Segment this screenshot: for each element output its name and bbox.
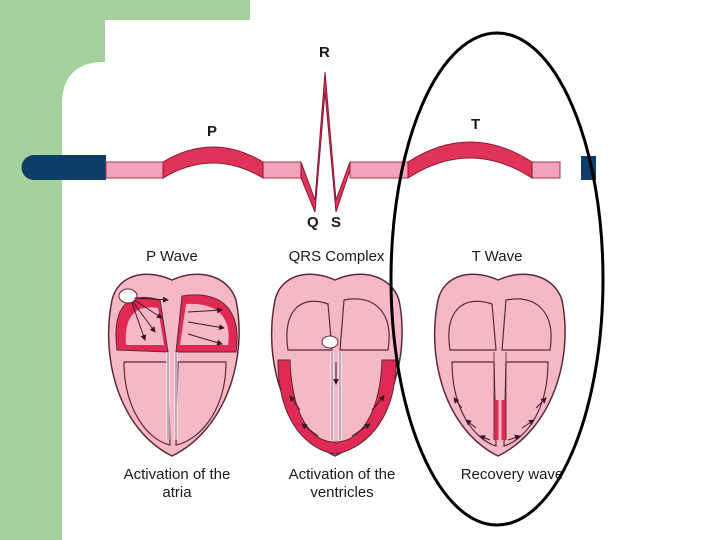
caption-p-wave-line1: Activation of the — [123, 466, 231, 483]
caption-qrs-complex: Activation of the ventricles — [267, 466, 417, 502]
caption-t-wave: Recovery wave — [437, 466, 587, 484]
panel-heading-p-wave: P Wave — [146, 248, 198, 265]
caption-p-wave-line2: atria — [162, 484, 192, 501]
p-wave-shape — [162, 146, 264, 179]
panel-heading-qrs-complex: QRS Complex — [288, 248, 385, 265]
qrs-complex-shape — [300, 71, 351, 213]
heart-p-wave — [107, 273, 240, 457]
caption-t-wave-line1: Recovery wave — [460, 466, 564, 483]
s-peak-label: S — [331, 214, 342, 231]
slide-green-frame — [0, 0, 250, 540]
caption-p-wave: Activation of the atria — [102, 466, 252, 502]
r-peak-label: R — [319, 44, 330, 61]
caption-qrs-line2: ventricles — [310, 484, 374, 501]
heart-qrs-complex — [270, 273, 403, 457]
p-peak-label: P — [207, 123, 218, 140]
ecg-cable-left — [21, 155, 106, 180]
q-peak-label: Q — [307, 214, 319, 231]
caption-qrs-line1: Activation of the — [288, 466, 396, 483]
heart-t-wave — [433, 273, 566, 457]
